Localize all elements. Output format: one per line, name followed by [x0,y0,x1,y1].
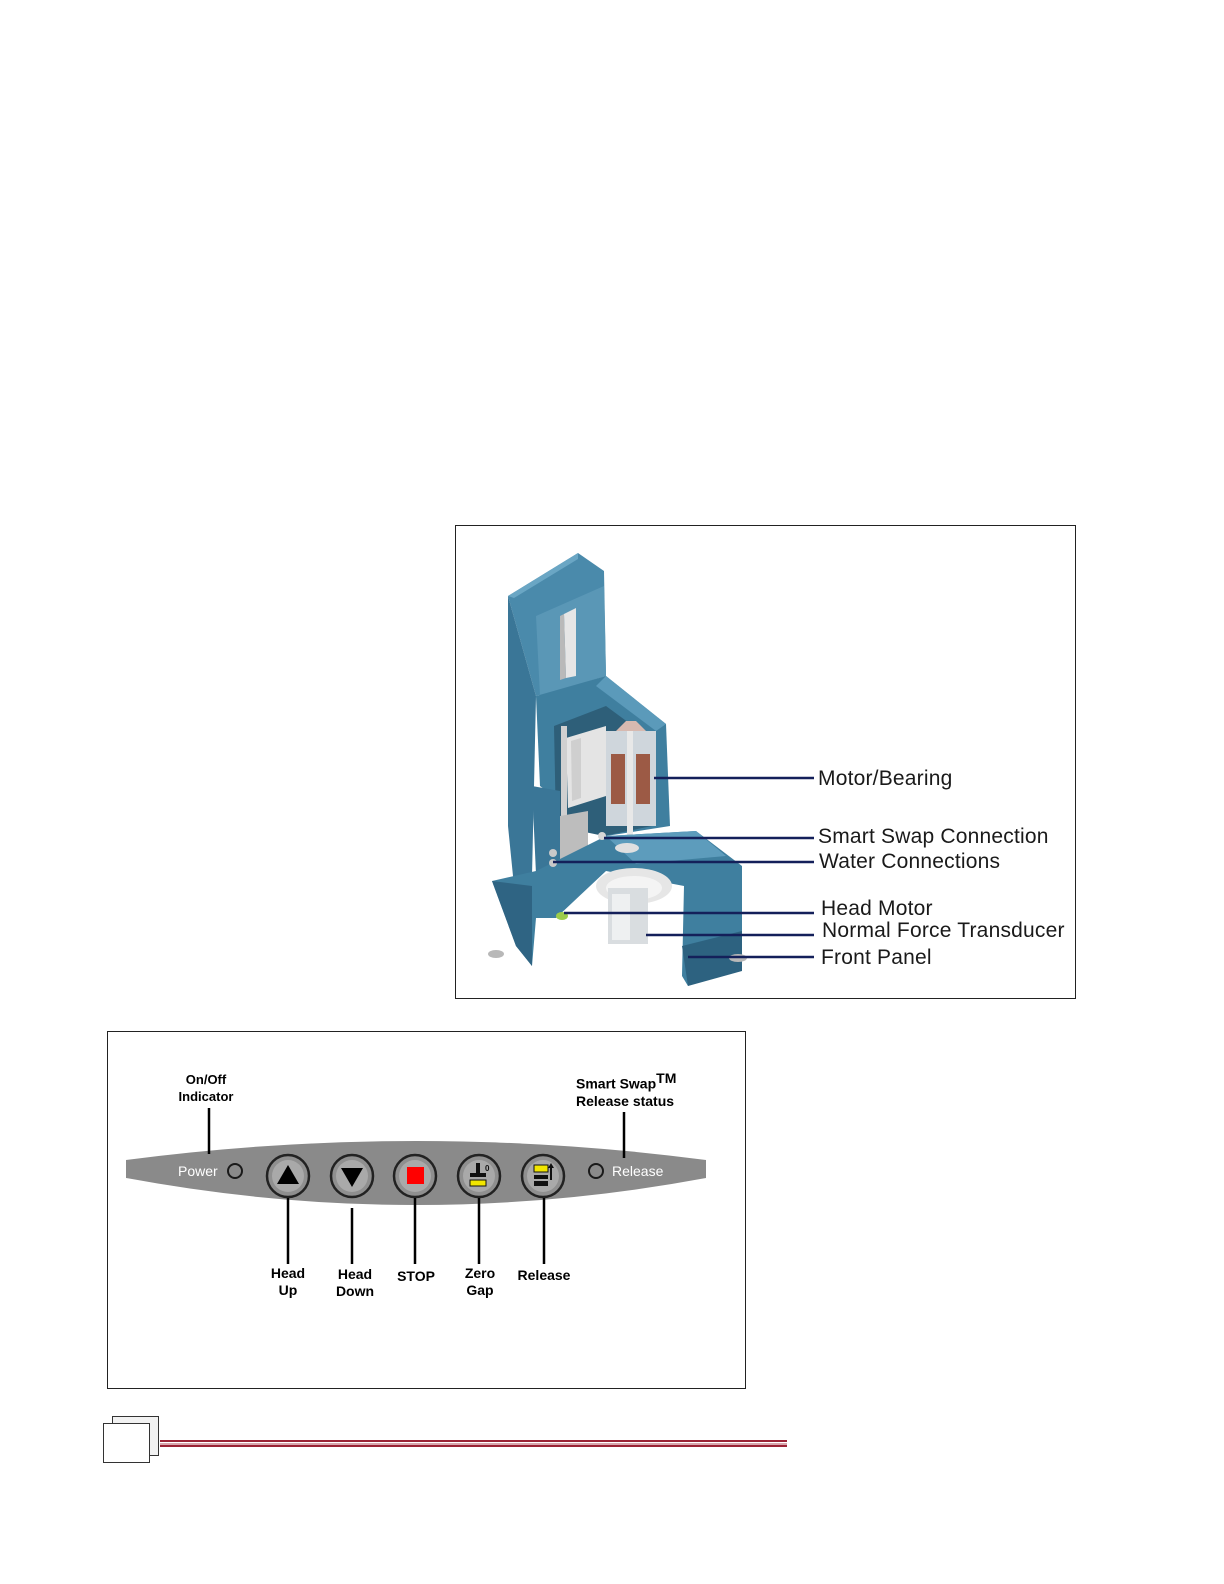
head-down-button-graphic [331,1155,373,1197]
power-led-icon [228,1164,242,1178]
head-up-button-graphic [267,1155,309,1197]
release-led-icon [589,1164,603,1178]
page-number-box [103,1423,150,1463]
stop-button-graphic [394,1155,436,1197]
callout-water-connections: Water Connections [819,850,1000,874]
release-button-graphic [522,1155,564,1197]
callout-normal-force-transducer: Normal Force Transducer [822,919,1065,943]
stop-label: STOP [392,1268,440,1285]
front-panel-illustration: 0 [108,1032,745,1388]
zero-gap-button-graphic: 0 [458,1155,500,1197]
callout-smart-swap-connection: Smart Swap Connection [818,825,1049,849]
instrument-figure: Motor/Bearing Smart Swap Connection Wate… [455,525,1076,999]
callout-head-motor: Head Motor [821,897,933,921]
footer-rule [160,1440,787,1447]
head-down-label: Head Down [330,1266,380,1300]
callout-motor-bearing: Motor/Bearing [818,767,953,791]
front-panel-figure: On/Off Indicator Smart SwapTM Release st… [107,1031,746,1389]
callout-front-panel: Front Panel [821,946,932,970]
stop-square-icon [407,1167,424,1184]
svg-text:0: 0 [485,1164,490,1173]
head-up-label: Head Up [266,1265,310,1299]
release-panel-label: Release [612,1163,663,1179]
release-button-label: Release [512,1267,576,1284]
zero-gap-label: Zero Gap [458,1265,502,1299]
power-label: Power [178,1163,218,1179]
